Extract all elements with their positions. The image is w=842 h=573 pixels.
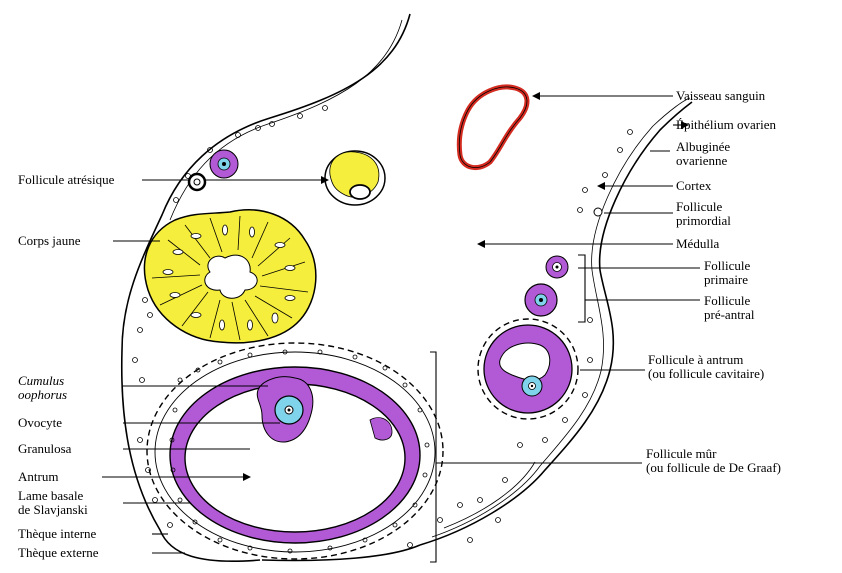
corps-jaune: [144, 210, 315, 343]
label-antral-1: Follicule à antrum: [648, 352, 743, 367]
label-albuginee-2: ovarienne: [676, 153, 727, 168]
blood-vessel: [459, 87, 527, 168]
label-vaisseau: Vaisseau sanguin: [676, 88, 766, 103]
small-follicle-top: [210, 150, 238, 178]
label-epithelium: Épithélium ovarien: [676, 117, 777, 132]
label-granulosa: Granulosa: [18, 441, 72, 456]
label-theque-externe: Thèque externe: [18, 545, 99, 560]
label-theque-interne: Thèque interne: [18, 526, 97, 541]
label-primaire-1: Follicule: [704, 258, 750, 273]
label-primordial-2: primordial: [676, 213, 731, 228]
yellow-body-small: [325, 151, 385, 205]
labels-left: Follicule atrésique Corps jaune Cumulus …: [18, 172, 115, 560]
label-primaire-2: primaire: [704, 272, 748, 287]
follicule-pre-antral: [525, 284, 557, 316]
label-ovocyte: Ovocyte: [18, 415, 62, 430]
label-lame-basale-2: de Slavjanski: [18, 502, 88, 517]
label-mur-2: (ou follicule de De Graaf): [646, 460, 781, 475]
label-primordial-1: Follicule: [676, 199, 722, 214]
label-lame-basale-1: Lame basale: [18, 488, 84, 503]
label-antral-2: (ou follicule cavitaire): [648, 366, 764, 381]
follicule-primordial: [594, 208, 602, 216]
follicule-primaire: [546, 256, 568, 278]
label-albuginee-1: Albuginée: [676, 139, 730, 154]
follicule-mur: [147, 343, 443, 559]
label-follicule-atresique: Follicule atrésique: [18, 172, 115, 187]
labels-right: Vaisseau sanguin Épithélium ovarien Albu…: [646, 88, 781, 475]
label-cumulus-2: oophorus: [18, 387, 67, 402]
label-antrum: Antrum: [18, 469, 58, 484]
label-preantral-2: pré-antral: [704, 307, 755, 322]
label-mur-1: Follicule mûr: [646, 446, 717, 461]
label-medulla: Médulla: [676, 236, 720, 251]
label-corps-jaune: Corps jaune: [18, 233, 81, 248]
follicule-a-antrum: [478, 319, 578, 419]
label-cumulus-1: Cumulus: [18, 373, 64, 388]
atretic-follicle: [189, 174, 205, 190]
label-preantral-1: Follicule: [704, 293, 750, 308]
label-cortex: Cortex: [676, 178, 712, 193]
